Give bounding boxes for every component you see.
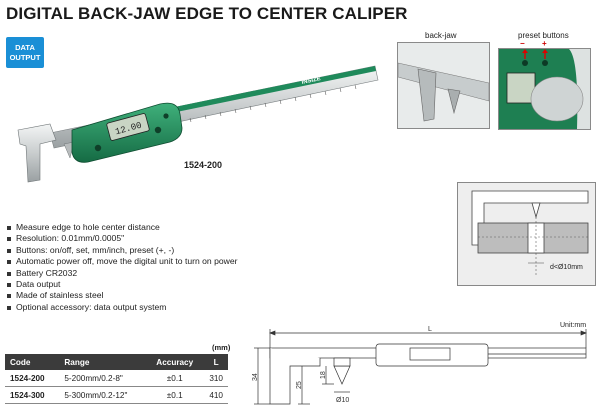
header-l: L xyxy=(204,354,228,370)
main-model-label: 1524-200 xyxy=(184,160,223,170)
back-jaw-caption: back-jaw xyxy=(425,31,457,40)
cell-l: 410 xyxy=(204,386,228,404)
cell-l: 310 xyxy=(204,370,228,387)
header-accuracy: Accuracy xyxy=(145,354,205,370)
dim-25-label: 25 xyxy=(296,381,303,389)
cell-code: 1524-200 xyxy=(5,370,60,387)
page-title: DIGITAL BACK-JAW EDGE TO CENTER CALIPER xyxy=(6,4,408,23)
cell-accuracy: ±0.1 xyxy=(145,386,205,404)
feature-item: Optional accessory: data output system xyxy=(6,302,238,313)
feature-list: Measure edge to hole center distance Res… xyxy=(6,222,238,313)
header-range: Range xyxy=(59,354,146,370)
brand-logo: INSIZE xyxy=(301,76,321,86)
dim-34-label: 34 xyxy=(252,373,259,381)
badge-line-2: OUTPUT xyxy=(9,52,41,62)
spec-table: Code Range Accuracy L 1524-200 5-200mm/0… xyxy=(5,354,228,404)
back-jaw-photo xyxy=(397,42,490,129)
preset-minus-label: − xyxy=(520,39,525,48)
edge-to-center-inset-diagram: d<Ø10mm xyxy=(457,182,596,286)
feature-item: Automatic power off, move the digital un… xyxy=(6,256,238,267)
table-row: 1524-200 5-200mm/0.2-8" ±0.1 310 xyxy=(5,370,228,387)
cell-accuracy: ±0.1 xyxy=(145,370,205,387)
header-code: Code xyxy=(5,354,60,370)
feature-item: Made of stainless steel xyxy=(6,290,238,301)
feature-item: Battery CR2032 xyxy=(6,268,238,279)
preset-buttons-caption: preset buttons xyxy=(518,31,569,40)
preset-buttons-photo xyxy=(498,48,591,130)
drawing-unit-label: Unit:mm xyxy=(560,322,587,329)
button-mm-inch xyxy=(163,113,169,119)
caliper-main-photo: 12.00 INSIZE xyxy=(17,65,379,183)
dim-d10-label: Ø10 xyxy=(336,397,349,404)
button-set xyxy=(154,126,162,134)
cell-range: 5-300mm/0.2-12" xyxy=(59,386,146,404)
inset-d-label: d<Ø10mm xyxy=(550,264,583,271)
badge-line-1: DATA xyxy=(15,42,35,52)
table-unit-label: (mm) xyxy=(212,343,231,352)
beam-green-strip xyxy=(160,66,376,115)
feature-item: Measure edge to hole center distance xyxy=(6,222,238,233)
cell-range: 5-200mm/0.2-8" xyxy=(59,370,146,387)
button-on-off xyxy=(94,144,102,152)
back-jaw xyxy=(17,123,57,183)
feature-item: Data output xyxy=(6,279,238,290)
preset-plus-label: + xyxy=(542,39,547,48)
table-header-row: Code Range Accuracy L xyxy=(5,354,228,370)
dim-18-label: 18 xyxy=(320,371,327,379)
cell-code: 1524-300 xyxy=(5,386,60,404)
feature-item: Resolution: 0.01mm/0.0005" xyxy=(6,233,238,244)
technical-drawing: L 34 25 18 Ø10 xyxy=(252,326,587,405)
beam-scale-ticks xyxy=(189,84,357,123)
lcd-screen xyxy=(106,113,150,141)
feature-item: Buttons: on/off, set, mm/inch, preset (+… xyxy=(6,245,238,256)
dim-l-label: L xyxy=(428,326,432,333)
table-row: 1524-300 5-300mm/0.2-12" ±0.1 410 xyxy=(5,386,228,404)
data-output-badge: DATA OUTPUT xyxy=(6,37,44,68)
